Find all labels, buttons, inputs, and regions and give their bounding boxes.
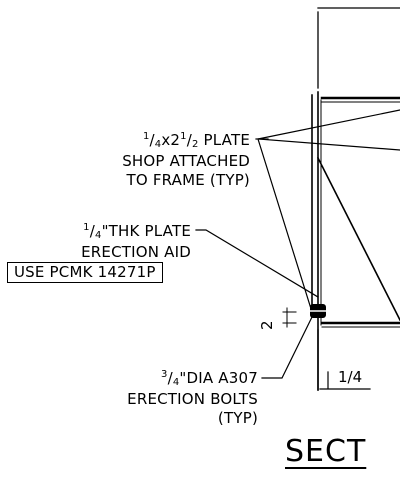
weld-symbol: [319, 371, 371, 390]
erection-aid-callout: 1/4"THK PLATE ERECTION AID: [81, 222, 191, 262]
dimension-gap-label: 2: [258, 320, 276, 330]
bolt-symbol: [308, 304, 328, 318]
leader-bolts: [261, 316, 313, 379]
dimension-gap: [282, 307, 297, 328]
leader-erection-aid: [195, 229, 319, 298]
plate-size-a-den: 4: [154, 139, 162, 150]
top-beam-outline: [317, 7, 400, 89]
bolts-rest: "DIA A307: [179, 369, 258, 387]
plate-size-b-whole: x2: [161, 131, 181, 149]
plate-size-b-den: 2: [191, 139, 199, 150]
leader-plate: [257, 109, 400, 313]
bolts-line2: ERECTION BOLTS: [127, 390, 258, 408]
plate-callout-line2: SHOP ATTACHED: [122, 152, 250, 170]
bolts-callout: 3/4"DIA A307 ERECTION BOLTS (TYP): [127, 369, 258, 428]
bolts-line3: (TYP): [217, 409, 258, 427]
section-title: SECT: [285, 434, 367, 469]
plate-callout-line1: 1/4x21/2 PLATE: [142, 131, 250, 150]
weld-size-label: 1/4: [338, 368, 363, 386]
bolts-line1: 3/4"DIA A307: [161, 369, 258, 388]
pcmk-note-box: USE PCMK 14271P: [7, 262, 163, 283]
bolts-size-num: 3: [161, 369, 168, 380]
bolts-size-den: 4: [172, 377, 180, 388]
erection-aid-size-den: 4: [95, 230, 102, 241]
plate-size-b-num: 1: [180, 131, 187, 142]
erection-aid-line1: 1/4"THK PLATE: [83, 222, 191, 241]
erection-aid-rest: "THK PLATE: [101, 222, 191, 240]
plate-size-suffix: PLATE: [198, 131, 250, 149]
plate-callout: 1/4x21/2 PLATE SHOP ATTACHED TO FRAME (T…: [122, 131, 250, 190]
plate-size-a-num: 1: [142, 131, 150, 142]
plate-callout-line3: TO FRAME (TYP): [126, 171, 250, 189]
erection-aid-size-num: 1: [83, 222, 90, 233]
brace-diagonal: [316, 156, 400, 322]
erection-aid-line2: ERECTION AID: [81, 243, 191, 261]
